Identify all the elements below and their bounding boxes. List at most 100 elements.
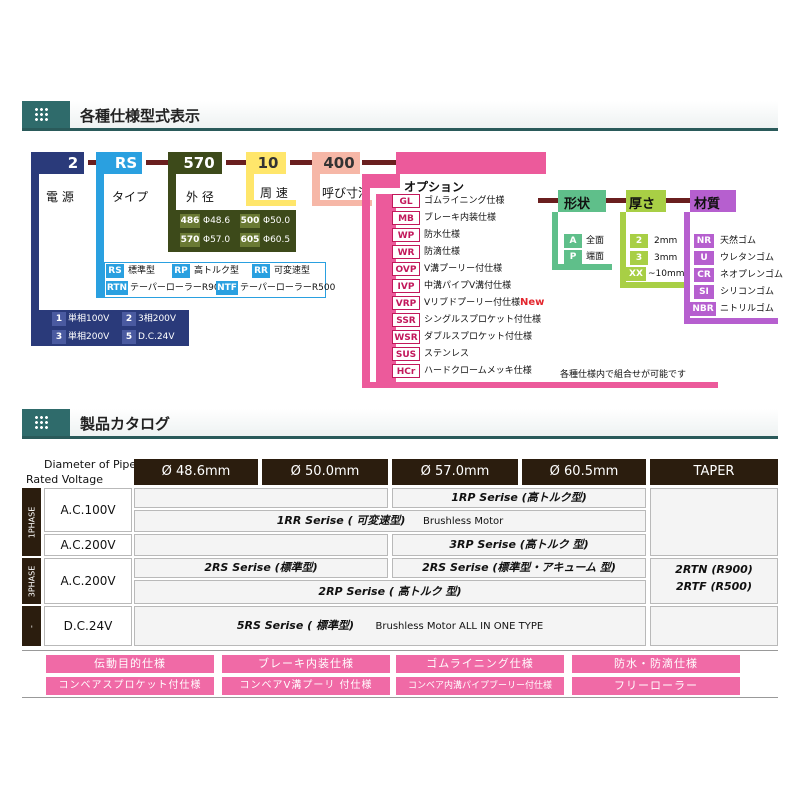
label-speed: 周 速 — [260, 186, 288, 200]
option-text: 防水仕様 — [424, 230, 461, 240]
option-bracket — [370, 174, 400, 188]
option-text: ブレーキ内装仕様 — [424, 213, 497, 223]
dash — [538, 198, 558, 203]
material-text: 天然ゴム — [720, 236, 757, 246]
section-header-spec: 各種仕様型式表示 — [22, 101, 778, 131]
code-speed: 10 — [250, 152, 286, 174]
type-code: RR — [252, 264, 270, 278]
power-code: 2 — [122, 312, 136, 326]
option-code: SUS — [392, 347, 420, 361]
shape-text: 端面 — [586, 252, 605, 262]
option-code: IVP — [392, 279, 420, 293]
code-power: 2 — [62, 152, 84, 174]
dash — [666, 198, 690, 203]
series-2rtf: 2RTF (R500) — [676, 580, 752, 593]
material-code: SI — [694, 285, 714, 299]
option-text: ゴムライニング仕様 — [424, 196, 505, 206]
option-text: ダブルスプロケット付仕様 — [424, 332, 533, 342]
diameter-text: Φ48.6 — [203, 216, 231, 226]
power-text: 3相200V — [138, 314, 177, 324]
code-diameter: 570 — [176, 152, 222, 174]
type-text: テーパーローラーR900 — [130, 283, 226, 293]
power-text: D.C.24V — [138, 332, 175, 342]
type-code: NTF — [216, 281, 238, 295]
section-header-catalog: 製品カタログ — [22, 409, 778, 439]
phase-label: 1PHASE — [22, 488, 41, 556]
diameter-bracket — [168, 152, 176, 252]
diameter-code: 605 — [240, 233, 260, 247]
option-text: 中溝パイプV溝付仕様 — [424, 281, 512, 291]
option-text: シングルスプロケット付仕様 — [424, 315, 542, 325]
power-code: 5 — [122, 330, 136, 344]
type-text: 標準型 — [128, 266, 156, 276]
series-5rs: 5RS Serise ( 標準型) — [236, 619, 355, 632]
table-cell-empty — [650, 606, 778, 646]
series-1rr: 1RR Serise ( 可変速型) — [276, 514, 406, 527]
option-code: WR — [392, 245, 420, 259]
col-header: Ø 48.6mm — [134, 459, 258, 485]
type-code: RTN — [106, 281, 128, 295]
dash — [362, 160, 396, 165]
dash — [226, 160, 248, 165]
thickness-bracket — [620, 282, 686, 288]
table-cell-empty — [134, 534, 388, 556]
feature-item: コンベアスプロケット付仕様 — [46, 677, 214, 695]
length-bracket — [312, 152, 320, 206]
option-bracket — [362, 174, 370, 388]
label-type: タイプ — [112, 190, 149, 204]
diameter-code: 500 — [240, 214, 260, 228]
thickness-code: 3 — [630, 251, 648, 265]
series-5rs-note: Brushless Motor ALL IN ONE TYPE — [375, 621, 544, 632]
feature-item: ゴムライニング仕様 — [396, 655, 564, 673]
new-badge: New — [520, 297, 545, 308]
diameter-text: Φ60.5 — [263, 235, 291, 245]
material-bracket — [684, 212, 690, 324]
type-text: 可変速型 — [274, 266, 311, 276]
feature-item: コンベアV溝プーリ 付仕様 — [222, 677, 390, 695]
series-2rtn: 2RTN (R900) — [675, 563, 753, 576]
power-text: 単相100V — [68, 314, 110, 324]
voltage-cell: D.C.24V — [44, 606, 132, 646]
material-text: ウレタンゴム — [720, 253, 775, 263]
feature-item: 伝動目的仕様 — [46, 655, 214, 673]
thickness-bracket — [620, 212, 626, 288]
option-text: Vリブドプーリー付仕様 — [424, 298, 521, 308]
voltage-cell: A.C.200V — [44, 534, 132, 556]
option-bracket — [362, 382, 718, 388]
material-text: シリコンゴム — [720, 287, 775, 297]
option-text: V溝プーリー付仕様 — [424, 264, 503, 274]
diameter-text: Φ50.0 — [263, 216, 291, 226]
material-code: U — [694, 251, 714, 265]
dash — [290, 160, 316, 165]
material-text: ネオプレンゴム — [720, 270, 784, 280]
col-header: Ø 57.0mm — [392, 459, 518, 485]
feature-item: 防水・防滴仕様 — [572, 655, 740, 673]
shape-text: 全面 — [586, 236, 605, 246]
series-2rp: 2RP Serise ( 高トルク 型) — [134, 580, 646, 604]
material-code: NR — [694, 234, 714, 248]
phase-label: - — [22, 606, 41, 646]
length-bracket — [312, 200, 372, 206]
label-diameter: 外 径 — [186, 190, 214, 204]
diameter-code: 486 — [180, 214, 200, 228]
col-header: Ø 60.5mm — [522, 459, 646, 485]
thickness-code: 2 — [630, 234, 648, 248]
option-code: VRP — [392, 296, 420, 310]
section-title: 各種仕様型式表示 — [80, 107, 201, 125]
option-text: ハードクロームメッキ仕様 — [424, 366, 532, 376]
material-top — [690, 190, 736, 212]
option-code: MB — [392, 211, 420, 225]
diameter-text: Φ57.0 — [203, 235, 231, 245]
power-bracket — [31, 152, 39, 346]
series-2rs: 2RS Serise (標準型) — [134, 558, 388, 578]
type-code: RS — [106, 264, 124, 278]
series-3rp: 3RP Serise (高トルク 型) — [392, 534, 646, 556]
series-5rs-row: 5RS Serise ( 標準型) Brushless Motor ALL IN… — [134, 606, 646, 646]
shape-bracket — [552, 212, 558, 270]
power-text: 単相200V — [68, 332, 110, 342]
series-2rs-accum: 2RS Serise (標準型・アキューム 型) — [392, 558, 646, 578]
speed-bracket — [246, 200, 296, 206]
option-code-column — [376, 194, 396, 382]
type-code: RP — [172, 264, 190, 278]
feature-item: コンベア内溝パイプブーリー付仕様 — [396, 677, 564, 695]
